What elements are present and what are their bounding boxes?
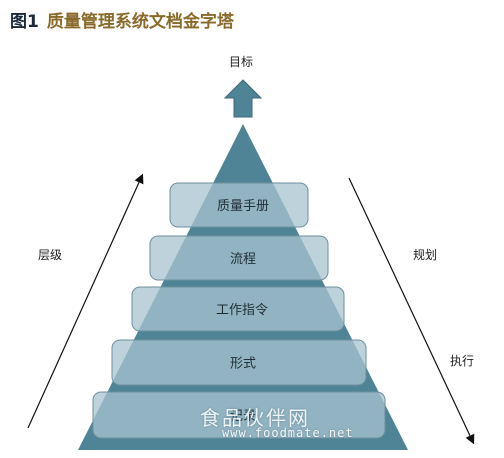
pyramid-level-label: 形式 xyxy=(230,357,256,372)
pyramid-level-box xyxy=(92,391,386,439)
pyramid-level-1: 质量手册 xyxy=(169,182,309,228)
goal-arrow-icon xyxy=(223,79,263,118)
watermark-url: www.foodmate.net xyxy=(222,426,354,440)
pyramid-level-box xyxy=(131,286,345,332)
pyramid-level-4: 形式 xyxy=(111,339,367,386)
figure-title: 图1 质量管理系统文档金字塔 xyxy=(10,7,234,32)
pyramid-level-label: 流程 xyxy=(230,252,256,267)
figure-title-text: 质量管理系统文档金字塔 xyxy=(46,12,234,32)
pyramid-level-2: 流程 xyxy=(149,235,329,281)
level-arrow xyxy=(27,173,144,429)
level-label: 层级 xyxy=(38,248,63,262)
goal-label: 目标 xyxy=(229,55,254,69)
planning-label: 规划 xyxy=(413,248,438,262)
planning-arrow xyxy=(348,177,475,445)
pyramid-level-label: 工作指令 xyxy=(216,303,268,318)
pyramid-level-box xyxy=(111,339,367,386)
pyramid-level-box xyxy=(169,182,309,228)
pyramid-level-label: 质量手册 xyxy=(217,199,269,214)
figure-number: 图1 xyxy=(10,12,39,32)
pyramid-level-3: 工作指令 xyxy=(131,286,345,332)
watermark-text: 食品伙伴网 xyxy=(200,406,310,430)
pyramid-level-5: 记录 xyxy=(92,391,386,439)
pyramid-level-box xyxy=(149,235,329,281)
pyramid-level-label: 记录 xyxy=(230,409,256,424)
execution-label: 执行 xyxy=(450,354,475,368)
